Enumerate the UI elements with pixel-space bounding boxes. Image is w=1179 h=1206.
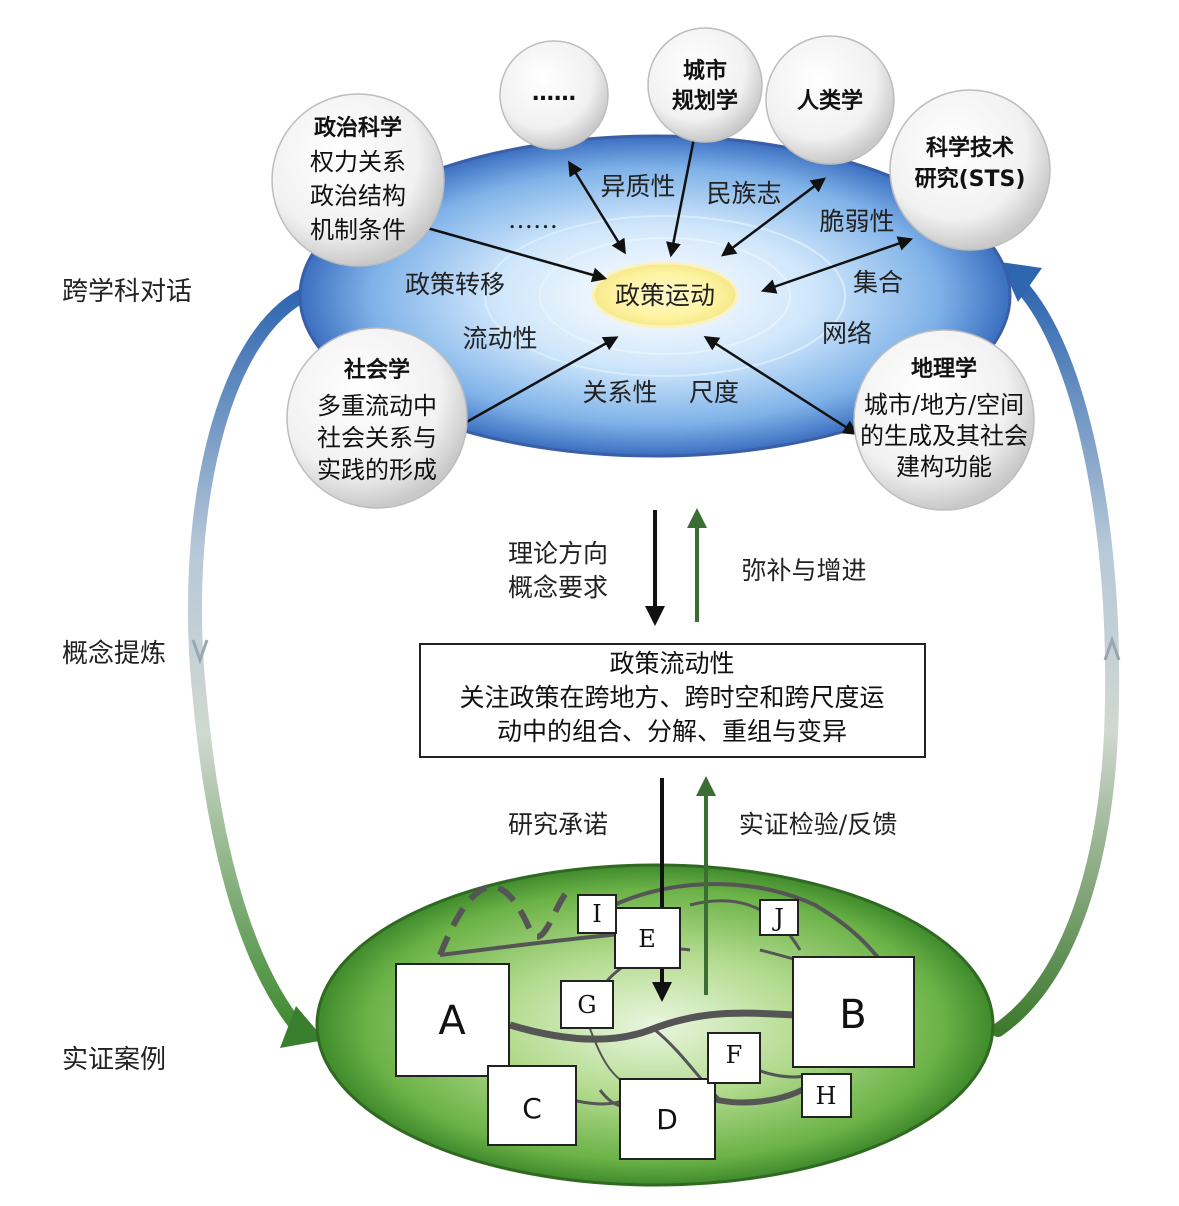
political-science-line-3: 机制条件: [310, 216, 406, 244]
case-label-a: A: [438, 998, 466, 1044]
urban-planning-line-2: 规划学: [672, 88, 738, 114]
concept-scale: 尺度: [689, 378, 739, 407]
case-box-h: H: [801, 1073, 852, 1118]
geography-line-1: 城市/地方/空间: [864, 391, 1024, 419]
geography-line-2: 的生成及其社会: [860, 422, 1028, 450]
arrow-political-science: [405, 218, 608, 283]
sts-line-1: 科学技术: [926, 135, 1014, 161]
political-science-title: 政治科学: [314, 115, 402, 141]
radial-arrows: [405, 115, 914, 441]
case-box-e: E: [614, 907, 681, 969]
case-label-d: D: [656, 1103, 678, 1136]
side-label-interdisciplinary: 跨学科对话: [62, 277, 192, 307]
sts-line-2: 研究(STS): [915, 166, 1026, 192]
sociology-title: 社会学: [344, 357, 410, 383]
concept-ellipsis: ……: [508, 205, 558, 234]
concept-assemblage: 集合: [853, 268, 903, 297]
policy-mobility-box: 政策流动性 关注政策在跨地方、跨时空和跨尺度运 动中的组合、分解、重组与变异: [419, 643, 926, 758]
case-label-b: B: [839, 992, 866, 1038]
case-box-g: G: [560, 980, 614, 1029]
case-label-e: E: [638, 925, 656, 953]
case-label-i: I: [592, 900, 601, 928]
concept-policy-transfer: 政策转移: [405, 270, 505, 299]
case-box-d: D: [619, 1078, 716, 1160]
sphere-sociology: 社会学 多重流动中 社会关系与 实践的形成: [286, 327, 468, 509]
concept-vulnerability: 脆弱性: [819, 207, 894, 236]
case-box-a: A: [395, 963, 510, 1077]
lower-up-label: 实证检验/反馈: [739, 810, 897, 839]
political-science-line-2: 政治结构: [310, 182, 406, 210]
case-label-f: F: [726, 1041, 743, 1069]
sphere-urban-planning: 城市 规划学: [647, 27, 763, 143]
geography-title: 地理学: [911, 356, 977, 382]
sphere-geography: 地理学 城市/地方/空间 的生成及其社会 建构功能: [853, 329, 1035, 511]
arrow-etc: [568, 160, 626, 255]
anthropology-label: 人类学: [797, 88, 863, 114]
left-cycle-arrow: [187, 285, 325, 1048]
case-box-c: C: [487, 1065, 577, 1146]
upper-up-label: 弥补与增进: [741, 556, 866, 585]
sphere-anthropology: 人类学: [765, 35, 895, 165]
sociology-line-2: 社会关系与: [317, 424, 437, 452]
lower-down-label: 研究承诺: [508, 810, 608, 839]
case-label-g: G: [577, 991, 596, 1019]
case-label-j: J: [771, 904, 784, 932]
center-glow: [591, 261, 739, 329]
right-cycle-arrow: [991, 262, 1121, 1037]
case-box-j: J: [759, 899, 799, 936]
concept-mobility: 流动性: [462, 324, 537, 353]
etc-label: ……: [532, 81, 576, 106]
mobility-box-line-1: 关注政策在跨地方、跨时空和跨尺度运: [459, 683, 884, 712]
sphere-etc: ……: [499, 40, 609, 150]
case-box-i: I: [577, 894, 617, 934]
political-science-line-1: 权力关系: [310, 148, 406, 176]
geography-line-3: 建构功能: [896, 453, 992, 481]
center-label: 政策运动: [615, 281, 715, 310]
sociology-line-1: 多重流动中: [317, 392, 437, 420]
arrow-sts: [760, 236, 914, 294]
case-box-b: B: [792, 956, 915, 1068]
arrow-urban-planning: [666, 115, 703, 258]
side-label-empirical-cases: 实证案例: [62, 1045, 166, 1075]
side-label-concept-refining: 概念提炼: [62, 639, 166, 669]
concept-network: 网络: [822, 319, 872, 348]
case-label-c: C: [522, 1092, 542, 1125]
concept-ethnography: 民族志: [706, 179, 781, 208]
upper-down-label-1: 理论方向: [508, 539, 608, 568]
sphere-sts: 科学技术 研究(STS): [889, 89, 1051, 251]
concept-heterogeneity: 异质性: [600, 172, 675, 201]
inner-ring: [484, 215, 846, 377]
arrow-geography: [703, 335, 859, 436]
concept-relationality: 关系性: [582, 378, 657, 407]
arrow-anthropology: [721, 177, 826, 257]
sphere-political-science: 政治科学 权力关系 政治结构 机制条件: [271, 93, 445, 267]
case-box-f: F: [707, 1032, 761, 1084]
urban-planning-line-1: 城市: [683, 58, 727, 84]
upper-arrows: [645, 508, 707, 626]
upper-down-label-2: 概念要求: [508, 573, 608, 602]
case-label-h: H: [816, 1082, 837, 1110]
mobility-box-title: 政策流动性: [609, 649, 734, 678]
sociology-line-3: 实践的形成: [317, 456, 437, 484]
inner-ring-2: [539, 237, 791, 355]
arrow-sociology: [433, 336, 619, 441]
mobility-box-line-2: 动中的组合、分解、重组与变异: [497, 717, 847, 746]
